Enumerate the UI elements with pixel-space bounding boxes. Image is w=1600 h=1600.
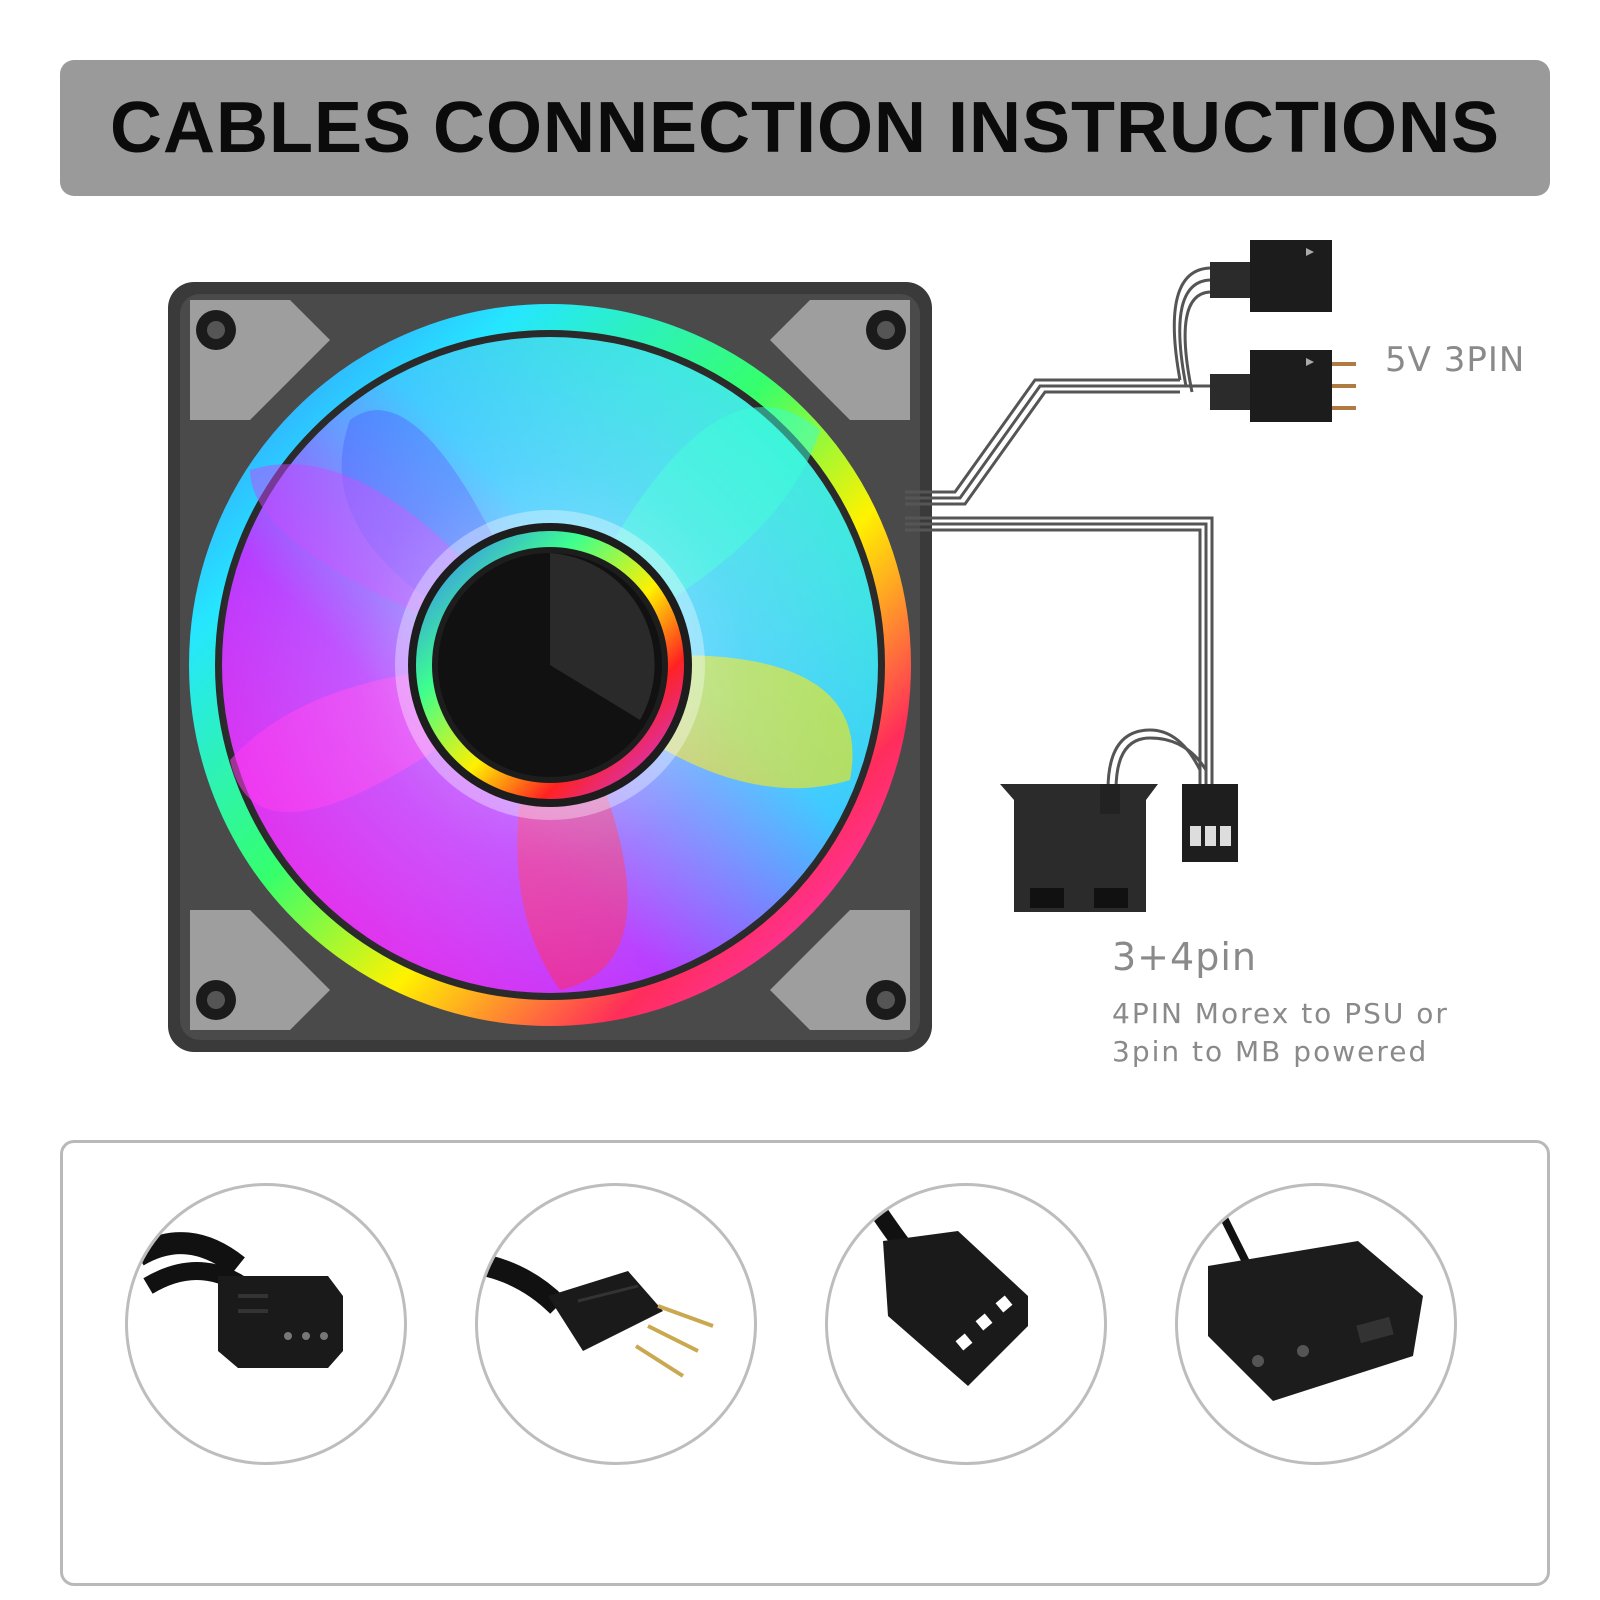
rgb-connector-label: 5V 3PIN — [1385, 340, 1526, 380]
3pin-female-connector — [1210, 240, 1332, 312]
fan-3pin-connector — [1182, 784, 1238, 862]
molex-4pin-icon — [1175, 1183, 1457, 1465]
power-connector-label: 3+4pin — [1112, 935, 1257, 979]
led-ring — [189, 304, 911, 1026]
molex-connector — [1000, 784, 1158, 912]
fan-hub — [395, 510, 705, 820]
power-note-line1: 4PIN Morex to PSU or — [1112, 997, 1449, 1030]
power-connector-note: 4PIN Morex to PSU or 3pin to MB powered — [1112, 995, 1532, 1071]
title-banner: CABLES CONNECTION INSTRUCTIONS — [60, 60, 1550, 196]
power-cable — [905, 516, 1214, 791]
connector-gallery — [60, 1140, 1550, 1586]
3pin-female-icon — [125, 1183, 407, 1465]
page-title: CABLES CONNECTION INSTRUCTIONS — [109, 88, 1501, 168]
rgb-cable — [905, 266, 1252, 506]
3pin-male-connector — [1210, 350, 1356, 422]
fan-diagram — [168, 240, 1356, 1052]
fan-3pin-icon — [825, 1183, 1107, 1465]
power-note-line2: 3pin to MB powered — [1112, 1035, 1429, 1068]
3pin-male-icon — [475, 1183, 757, 1465]
